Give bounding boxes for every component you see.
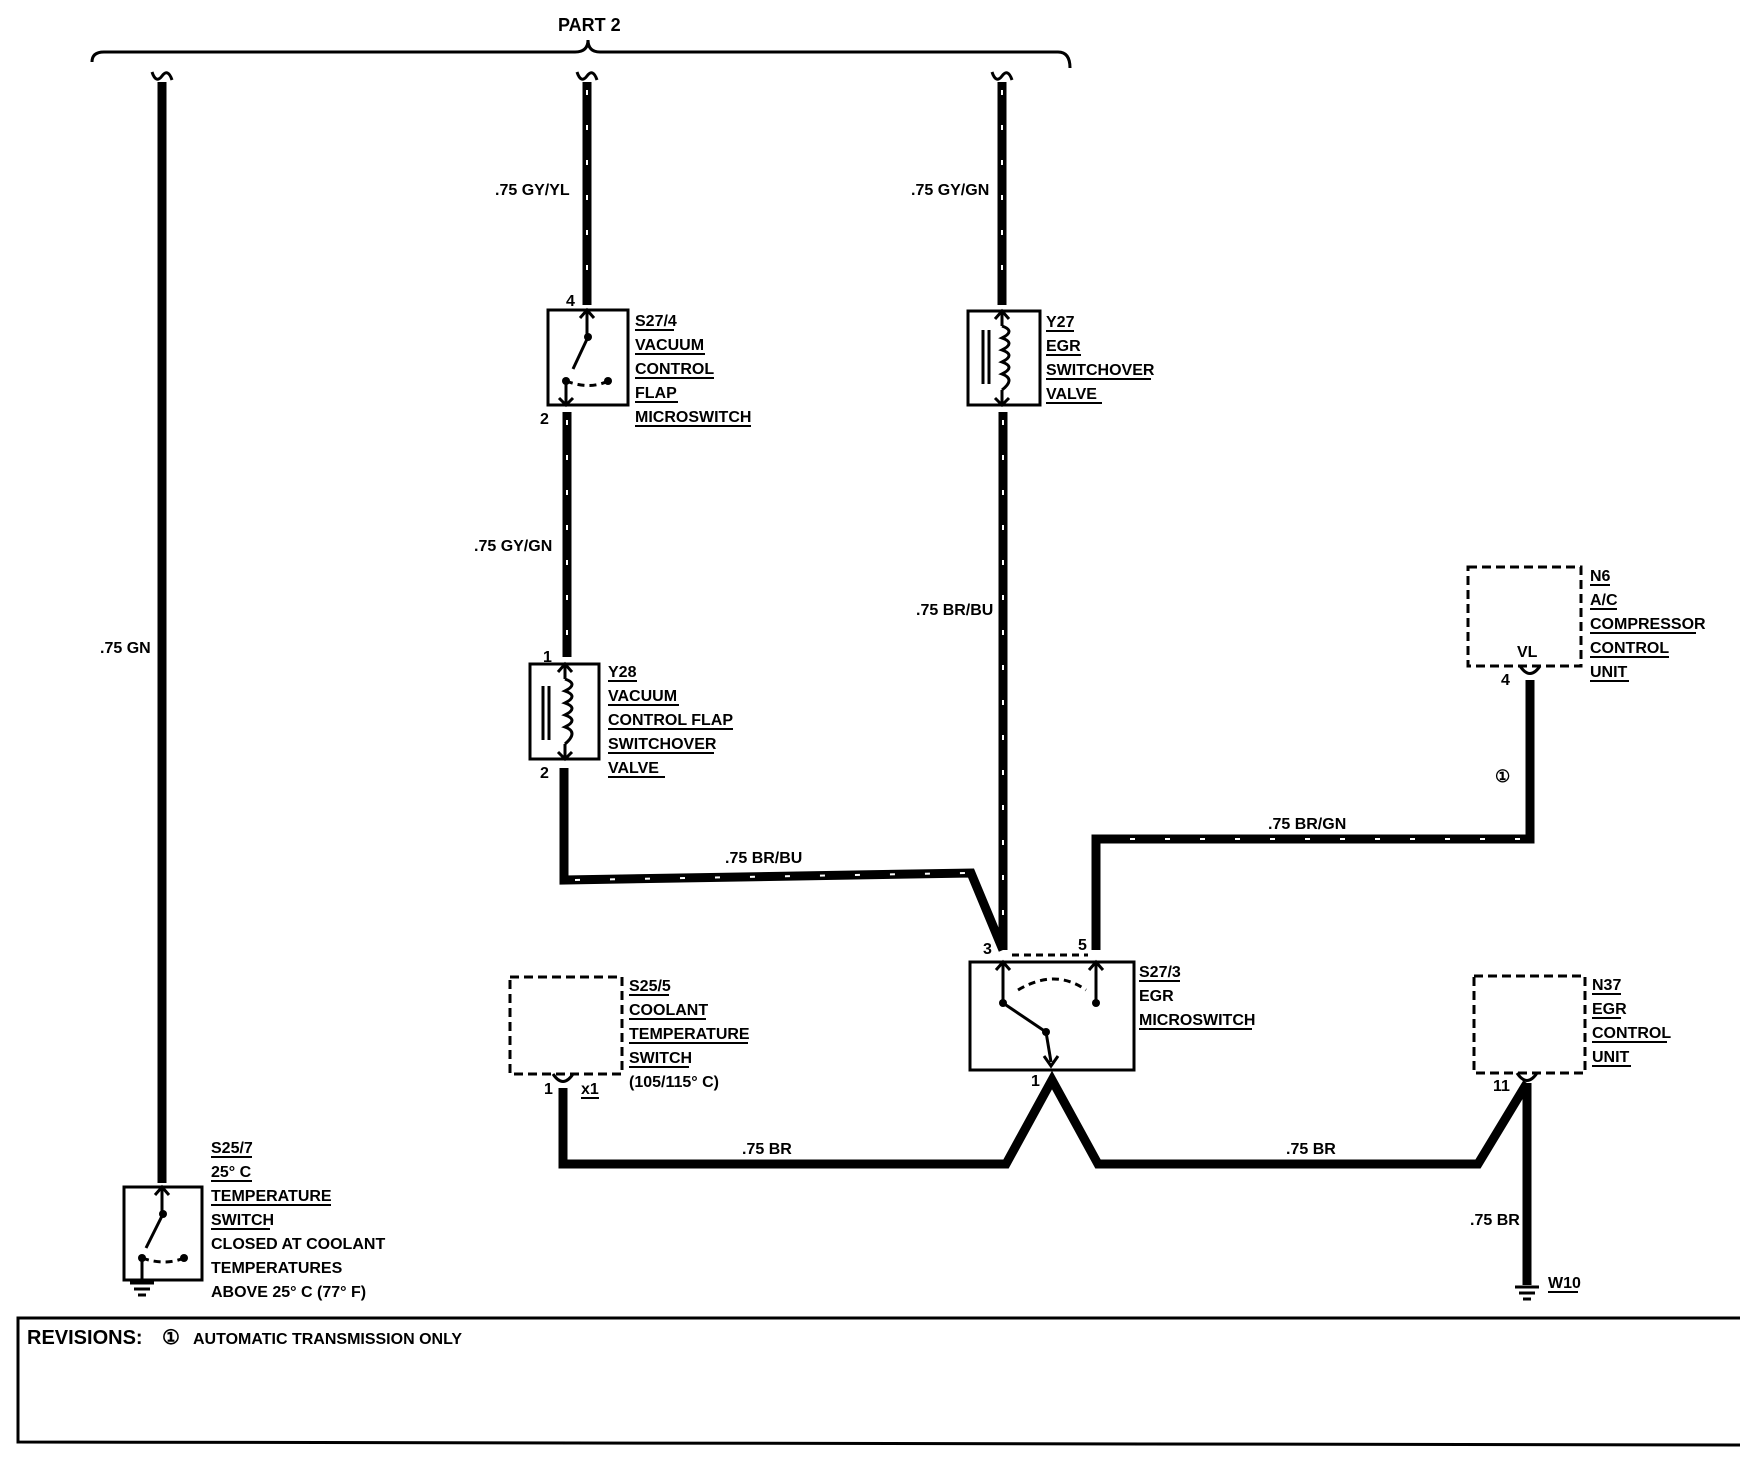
s25-7-note-3: ABOVE 25° C (77° F) bbox=[211, 1284, 366, 1301]
y27-line-2: SWITCHOVER bbox=[1046, 362, 1155, 379]
s27-4-microswitch: 4 2 S27/4 VACUUM CONTROL FLAP MICROSWITC… bbox=[540, 293, 751, 428]
wire-gy-yl bbox=[575, 71, 599, 305]
s27-3-line-1: EGR bbox=[1139, 988, 1174, 1005]
s27-3-pin-1: 1 bbox=[1031, 1073, 1040, 1090]
ground-id: W10 bbox=[1548, 1275, 1581, 1292]
s27-3-pin-3: 3 bbox=[983, 941, 992, 958]
s27-4-line-3: FLAP bbox=[635, 385, 677, 402]
wire-br-ground bbox=[558, 1070, 1532, 1285]
part-label: PART 2 bbox=[558, 15, 621, 35]
y28-valve: 1 2 Y28 VACUUM CONTROL FLAP SWITCHOVER V… bbox=[528, 649, 733, 782]
s25-5-line-1: COOLANT bbox=[629, 1002, 708, 1019]
y27-line-1: EGR bbox=[1046, 338, 1081, 355]
revisions-box: REVISIONS: ① AUTOMATIC TRANSMISSION ONLY bbox=[16, 1316, 1740, 1447]
n6-id: N6 bbox=[1590, 568, 1611, 585]
s25-5-line-2: TEMPERATURE bbox=[629, 1026, 750, 1043]
y28-line-3: SWITCHOVER bbox=[608, 736, 717, 753]
ground-w10: W10 bbox=[1515, 1275, 1581, 1301]
wire-label-br-right: .75 BR bbox=[1286, 1141, 1336, 1158]
y28-pin-top: 1 bbox=[543, 649, 552, 666]
wire-label-br-vertical: .75 BR bbox=[1470, 1212, 1520, 1229]
s27-3-pin-5: 5 bbox=[1078, 937, 1087, 954]
s27-4-pin-bottom: 2 bbox=[540, 411, 549, 428]
wire-label-gy-yl: .75 GY/YL bbox=[495, 182, 570, 199]
revisions-note: AUTOMATIC TRANSMISSION ONLY bbox=[193, 1331, 462, 1348]
s27-4-pin-top: 4 bbox=[566, 293, 575, 310]
revision-marker: ① bbox=[1495, 767, 1510, 786]
s27-4-line-2: CONTROL bbox=[635, 361, 714, 378]
wire-gn-left bbox=[150, 71, 174, 1183]
s27-3-microswitch: 3 5 1 S27/3 EGR MICROSWITCH bbox=[968, 937, 1255, 1090]
y28-pin-bottom: 2 bbox=[540, 765, 549, 782]
s25-7-id: S25/7 bbox=[211, 1140, 253, 1157]
s25-7-line-2: TEMPERATURE bbox=[211, 1188, 332, 1205]
s27-4-id: S27/4 bbox=[635, 313, 677, 330]
n37-line-3: UNIT bbox=[1592, 1049, 1630, 1066]
wire-br-bu-horizontal bbox=[559, 768, 1008, 952]
wire-label-br-bu-horizontal: .75 BR/BU bbox=[725, 850, 802, 867]
n37-id: N37 bbox=[1592, 977, 1621, 994]
s25-7-note-1: CLOSED AT COOLANT bbox=[211, 1236, 385, 1253]
y28-line-1: VACUUM bbox=[608, 688, 677, 705]
s27-4-line-4: MICROSWITCH bbox=[635, 409, 751, 426]
wire-label-br-left: .75 BR bbox=[742, 1141, 792, 1158]
revisions-label: REVISIONS: bbox=[27, 1327, 143, 1349]
n37-control-unit: 11 N37 EGR CONTROL UNIT bbox=[1472, 974, 1671, 1095]
n37-line-2: CONTROL bbox=[1592, 1025, 1671, 1042]
wire-label-br-gn: .75 BR/GN bbox=[1268, 816, 1346, 833]
n6-line-2: COMPRESSOR bbox=[1590, 616, 1706, 633]
s25-7-line-1: 25° C bbox=[211, 1164, 252, 1181]
y28-line-2: CONTROL FLAP bbox=[608, 712, 733, 729]
y27-valve: Y27 EGR SWITCHOVER VALVE bbox=[966, 308, 1155, 408]
y27-line-3: VALVE bbox=[1046, 386, 1097, 403]
s25-5-pin: 1 bbox=[544, 1081, 553, 1098]
n6-line-1: A/C bbox=[1590, 592, 1618, 609]
s25-5-line-3: SWITCH bbox=[629, 1050, 692, 1067]
n6-pin: 4 bbox=[1501, 672, 1510, 689]
part-bracket: PART 2 bbox=[90, 15, 1072, 69]
y28-line-4: VALVE bbox=[608, 760, 659, 777]
wire-gy-gn-top bbox=[990, 71, 1014, 305]
s25-7-line-3: SWITCH bbox=[211, 1212, 274, 1229]
wire-label-gy-gn-mid: .75 GY/GN bbox=[474, 538, 552, 555]
y27-id: Y27 bbox=[1046, 314, 1075, 331]
y28-id: Y28 bbox=[608, 664, 637, 681]
s27-3-line-2: MICROSWITCH bbox=[1139, 1012, 1255, 1029]
s25-5-connector: x1 bbox=[581, 1081, 599, 1098]
s25-7-note-2: TEMPERATURES bbox=[211, 1260, 343, 1277]
s25-5-id: S25/5 bbox=[629, 978, 671, 995]
s25-5-note: (105/115° C) bbox=[629, 1074, 719, 1091]
n37-pin: 11 bbox=[1493, 1078, 1510, 1095]
n6-line-4: UNIT bbox=[1590, 664, 1628, 681]
s25-7-switch: S25/7 25° C TEMPERATURE SWITCH CLOSED AT… bbox=[122, 1140, 385, 1301]
n37-line-1: EGR bbox=[1592, 1001, 1627, 1018]
s25-5-switch: 1 x1 S25/5 COOLANT TEMPERATURE SWITCH (1… bbox=[508, 975, 750, 1099]
n6-line-3: CONTROL bbox=[1590, 640, 1669, 657]
wire-br-gn bbox=[1091, 680, 1535, 950]
wire-label-gy-gn-top: .75 GY/GN bbox=[911, 182, 989, 199]
wire-label-gn: .75 GN bbox=[100, 640, 151, 657]
revisions-marker: ① bbox=[162, 1327, 180, 1349]
wire-label-br-bu-vertical: .75 BR/BU bbox=[916, 602, 993, 619]
s27-3-id: S27/3 bbox=[1139, 964, 1181, 981]
n6-inner: VL bbox=[1517, 644, 1538, 661]
s27-4-line-1: VACUUM bbox=[635, 337, 704, 354]
n6-control-unit: VL 4 N6 A/C COMPRESSOR CONTROL UNIT bbox=[1466, 565, 1706, 689]
